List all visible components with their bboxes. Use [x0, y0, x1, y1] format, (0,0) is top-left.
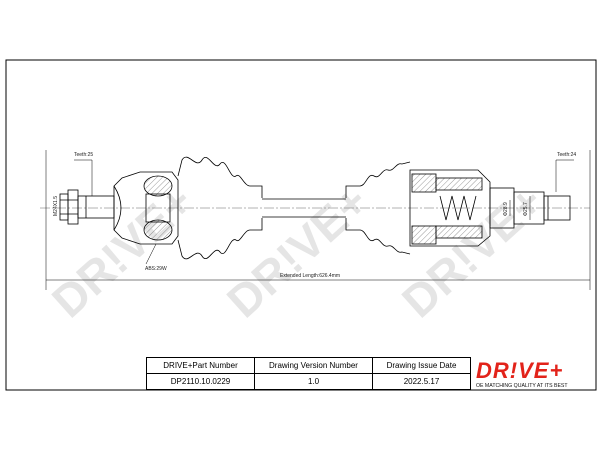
logo-cell [470, 357, 597, 390]
drawing-frame [5, 59, 597, 391]
issue-date-header: Drawing Issue Date [372, 357, 471, 374]
version-header: Drawing Version Number [254, 357, 373, 374]
outer-cv-joint [59, 171, 179, 245]
inner-cv-joint [409, 169, 571, 247]
dimension-lines [45, 150, 591, 290]
thread-label: M24X1.5 [53, 196, 59, 216]
version-value: 1.0 [254, 373, 373, 390]
abs-label: ABS:29W [145, 266, 167, 272]
diameter-a-label: Φ28.9 [503, 202, 509, 216]
part-number-header: DRIVE+Part Number [146, 357, 255, 374]
diameter-b-label: Φ25.7 [523, 202, 529, 216]
title-block-value-row: DP2110.10.0229 1.0 2022.5.17 [146, 373, 597, 390]
watermark: DR!VE+ [392, 175, 553, 327]
drive-shaft [262, 198, 346, 218]
teeth-right-label: Teeth:24 [557, 152, 576, 158]
part-number-value: DP2110.10.0229 [146, 373, 255, 390]
title-block-table: DRIVE+Part Number Drawing Version Number… [146, 357, 597, 390]
logo-wordmark: DR!VE+ [476, 358, 563, 383]
outer-boot [177, 156, 263, 260]
extended-length-label: Extended Length:626.4mm [280, 273, 340, 279]
drive-plus-logo: DR!VE+ OE MATCHING QUALITY AT ITS BEST [476, 358, 568, 389]
watermark-group: DR!VE+ DR!VE+ DR!VE+ [42, 175, 553, 327]
watermark: DR!VE+ [217, 175, 378, 327]
inner-boot [345, 161, 411, 255]
title-block-header-row: DRIVE+Part Number Drawing Version Number… [146, 357, 597, 390]
logo-tagline: OE MATCHING QUALITY AT ITS BEST [476, 383, 568, 389]
issue-date-value: 2022.5.17 [372, 373, 471, 390]
watermark: DR!VE+ [42, 175, 203, 327]
teeth-left-label: Teeth:25 [74, 152, 93, 158]
